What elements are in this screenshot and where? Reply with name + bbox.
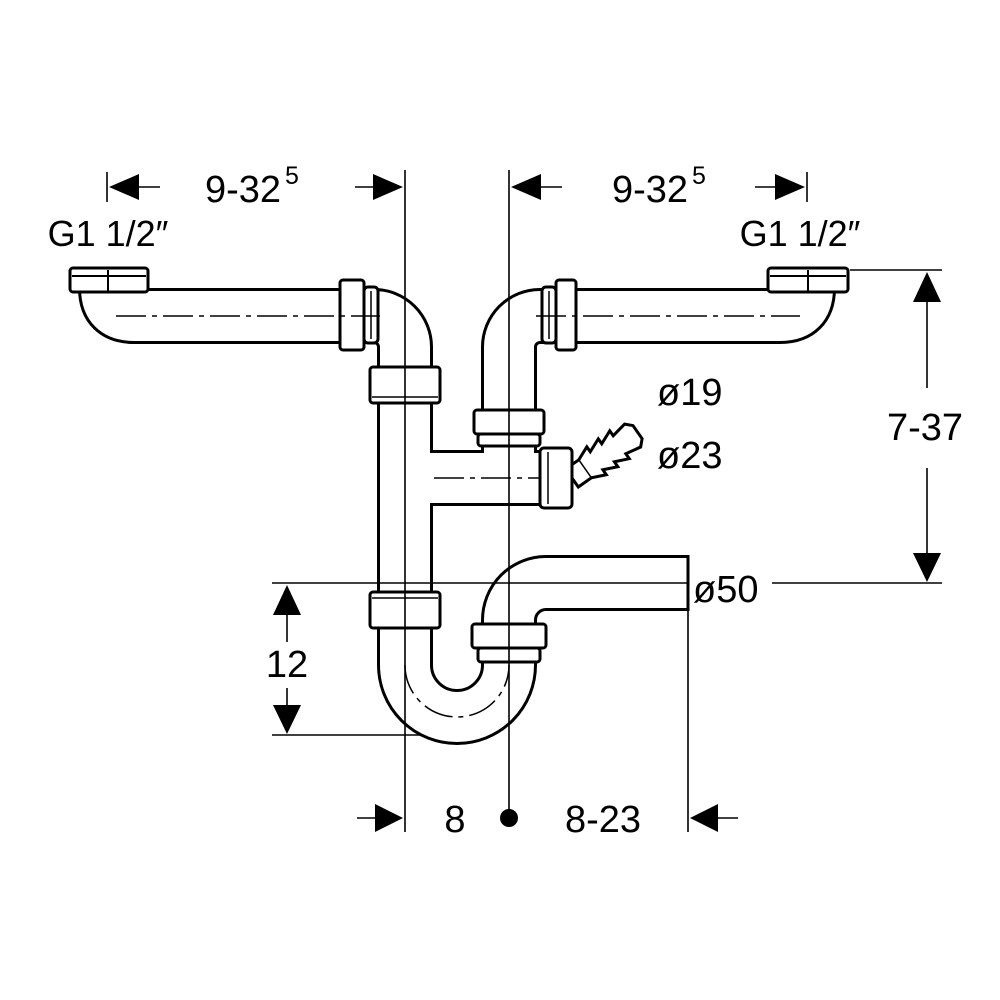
left-coupling-nut	[338, 278, 380, 352]
arrowhead	[375, 804, 403, 832]
hose-nozzle	[563, 422, 644, 490]
hose-connector-nut	[538, 446, 574, 510]
arrowhead	[511, 174, 541, 200]
dimension-bottom: 8 8-23	[357, 799, 738, 841]
right-coupling-nut-body	[554, 278, 578, 352]
left-coupling-nut-body	[338, 278, 366, 352]
axis-dot	[500, 809, 518, 827]
right-sink-flange	[766, 266, 850, 294]
left-thread-label: G1 1/2″	[48, 213, 169, 254]
right-height-value: 7-37	[887, 407, 963, 449]
bottom-left-offset-value: 8	[444, 799, 465, 841]
arrowhead	[913, 272, 941, 302]
top-right-span-value: 9-32	[612, 169, 688, 211]
dimension-left-height: 12	[266, 585, 422, 736]
arrowhead	[109, 174, 139, 200]
bottom-right-offset-value: 8-23	[565, 799, 641, 841]
arrowhead	[690, 804, 718, 832]
right-coupling-nut	[540, 278, 578, 352]
dimension-top-left: 9-32 5	[106, 162, 403, 211]
right-thread-label: G1 1/2″	[740, 213, 861, 254]
arrowhead	[913, 553, 941, 582]
top-left-span-value: 9-32	[205, 169, 281, 211]
hose-nozzle-rib	[578, 459, 593, 479]
arrowhead	[273, 705, 301, 734]
hose-diameter-small-label: ø19	[657, 372, 722, 414]
centerlines	[116, 315, 800, 718]
trap-centerline	[404, 664, 510, 718]
arrowhead	[775, 174, 805, 200]
arrowhead	[373, 174, 403, 200]
hose-connector	[538, 422, 644, 510]
left-sink-flange	[68, 266, 150, 294]
top-left-span-superscript: 5	[285, 162, 299, 190]
arrowhead	[273, 585, 301, 615]
top-right-span-superscript: 5	[692, 162, 706, 190]
dimension-top-right: 9-32 5	[511, 162, 808, 211]
hose-nozzle-barbs	[563, 422, 644, 490]
dimension-right-height: 7-37	[772, 269, 963, 584]
outlet-diameter-label: ø50	[693, 569, 758, 611]
left-height-value: 12	[266, 644, 308, 686]
hose-diameter-large-label: ø23	[657, 435, 722, 477]
